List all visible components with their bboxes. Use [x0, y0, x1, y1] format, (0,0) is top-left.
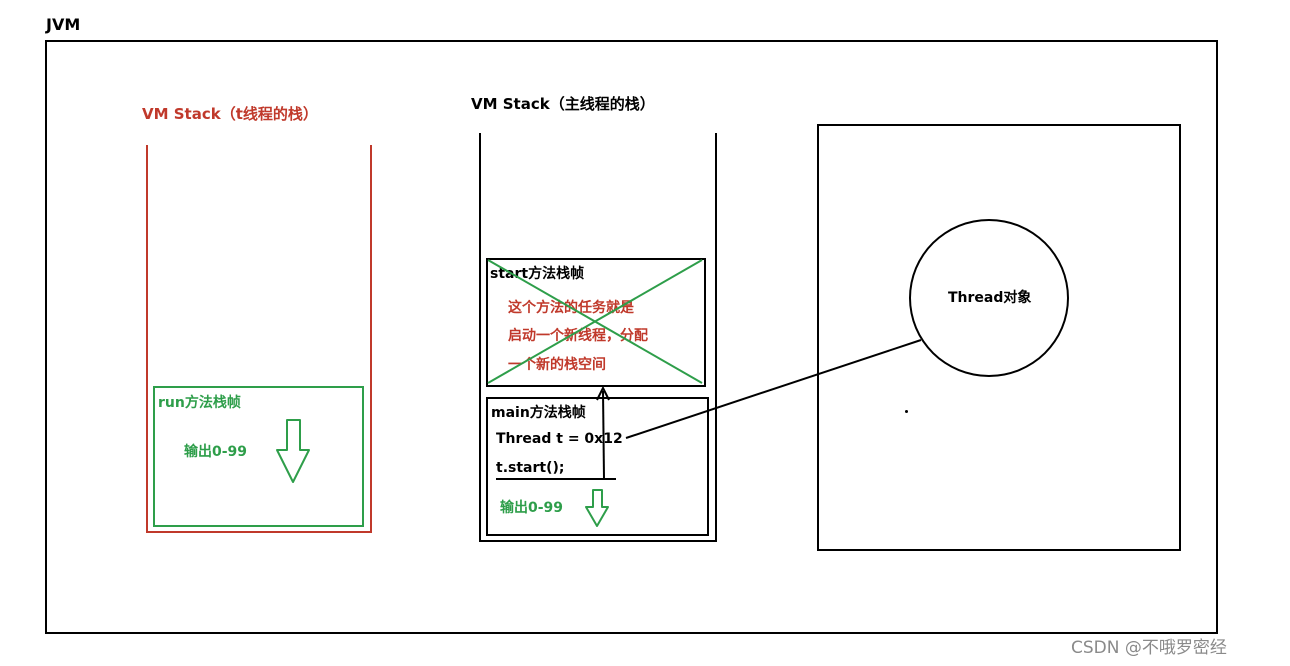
main-frame-output: 输出0-99: [500, 500, 564, 516]
main-frame-line-2: t.start();: [496, 460, 565, 476]
run-frame: [153, 386, 364, 527]
heap-box: [817, 124, 1181, 551]
thread-object-label: Thread对象: [948, 290, 1032, 306]
start-frame-title: start方法栈帧: [490, 266, 585, 282]
main-stack-title: VM Stack（主线程的栈）: [471, 95, 655, 113]
heap-dot: [905, 410, 908, 413]
run-frame-title: run方法栈帧: [158, 395, 241, 411]
reference-line: [625, 339, 922, 439]
start-call-arrowhead-icon: [596, 385, 610, 401]
t-stack-container: [146, 145, 372, 533]
start-call-arrow: [602, 390, 605, 480]
t-stack-title: VM Stack（t线程的栈）: [142, 105, 318, 123]
start-frame: [486, 258, 706, 387]
main-stack-container: [479, 133, 717, 542]
watermark: CSDN @不哦罗密经: [1071, 638, 1227, 658]
start-frame-cross-2: [487, 259, 703, 384]
run-frame-down-arrow-icon: [276, 419, 310, 483]
main-frame-down-arrow-icon: [585, 489, 609, 527]
start-frame-desc-3: 一个新的栈空间: [508, 357, 606, 373]
main-frame-title: main方法栈帧: [491, 405, 586, 421]
run-frame-output: 输出0-99: [184, 444, 248, 460]
jvm-label: JVM: [46, 15, 81, 34]
main-frame-line-1: Thread t = 0x12: [496, 431, 623, 447]
jvm-box: [45, 40, 1218, 634]
thread-object-circle: [909, 219, 1069, 377]
